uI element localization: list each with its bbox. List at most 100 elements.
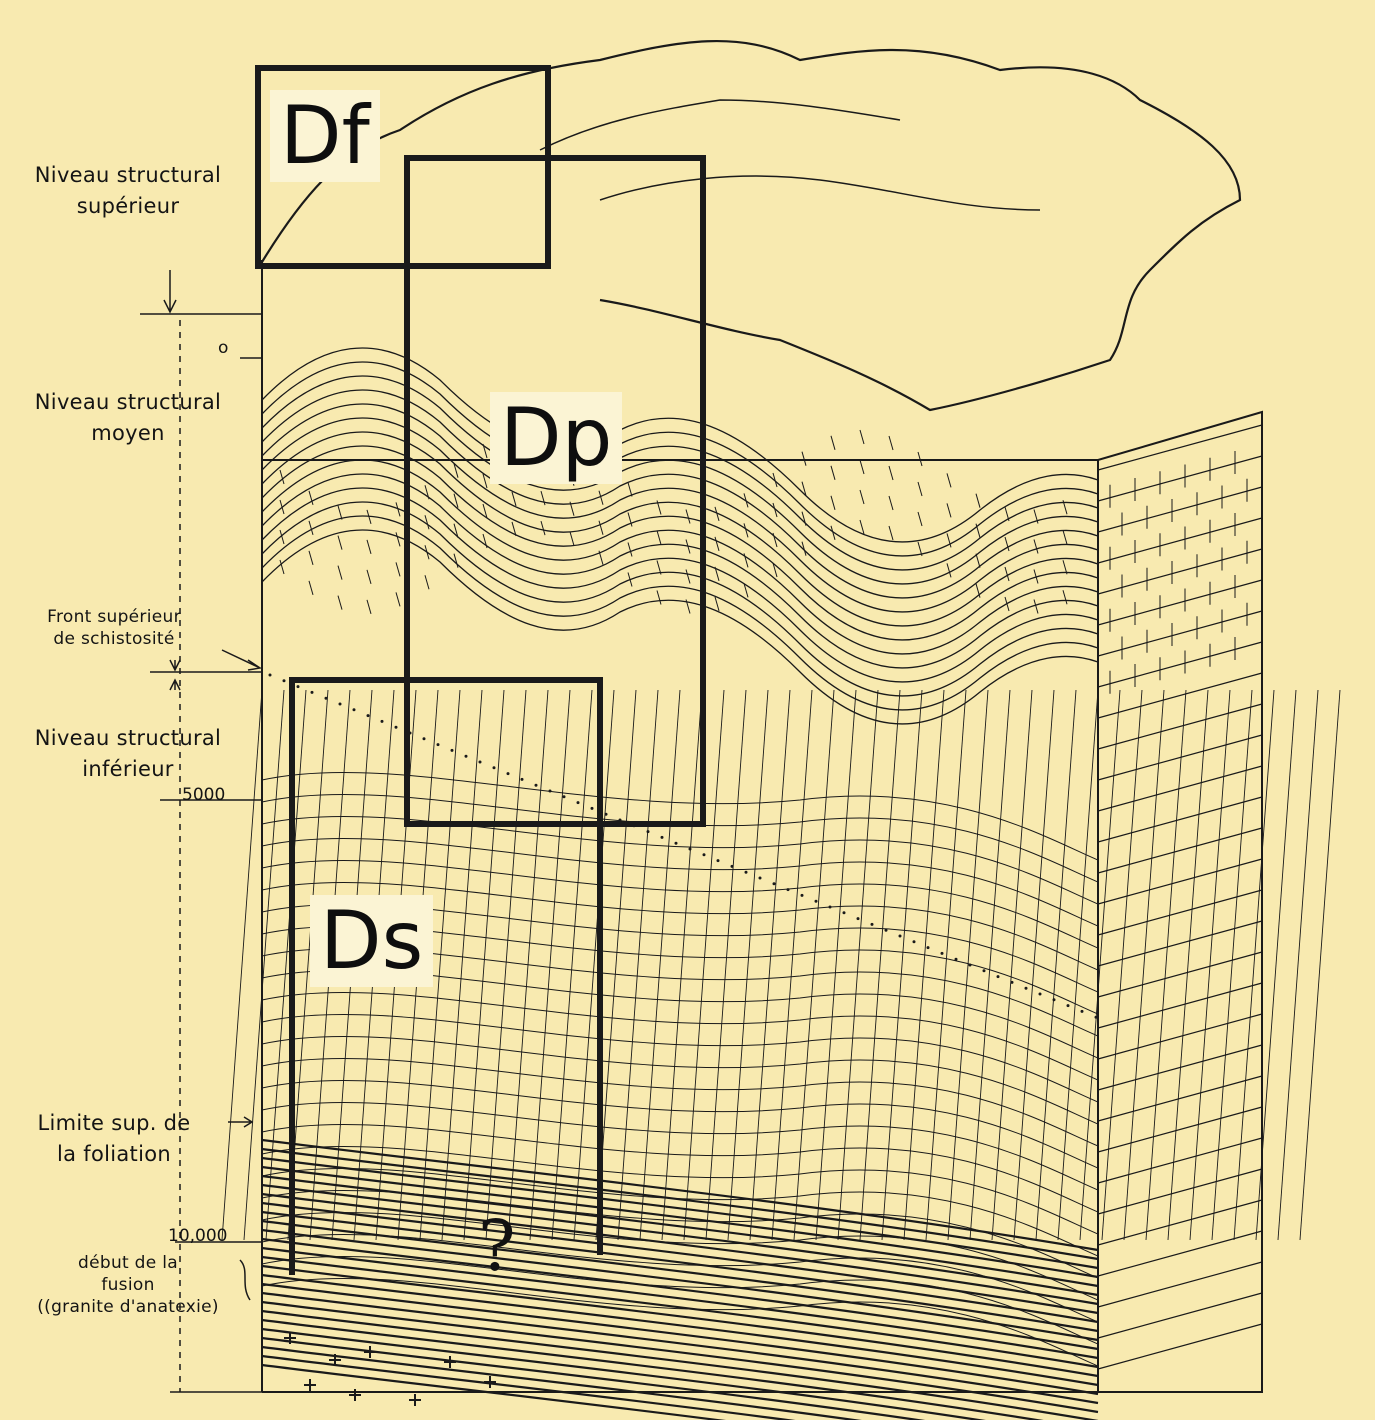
schistosity-front-dot (968, 963, 972, 967)
brick-mark (308, 550, 314, 566)
deep-foliation (261, 1210, 1099, 1324)
schistosity-front-dot (422, 737, 426, 741)
schistosity-front-dot (898, 934, 902, 938)
brick-mark (888, 525, 894, 541)
deep-foliation (261, 1183, 1099, 1297)
brick-mark (830, 435, 836, 450)
deep-foliation (261, 1138, 1099, 1252)
deep-foliation (261, 1345, 862, 1420)
schistosity-line (1035, 689, 1077, 1241)
brick-mark (482, 533, 488, 549)
schistosity-front-dot (996, 975, 1000, 979)
brick-mark (482, 443, 488, 459)
folded-stratum (261, 487, 1099, 683)
brick-mark (946, 503, 952, 518)
brick-mark (1004, 566, 1010, 582)
brick-mark (1062, 530, 1068, 545)
deep-foliation (261, 1228, 1099, 1342)
schistosity-front-dot (282, 679, 286, 683)
folded-stratum (261, 361, 1099, 557)
brick-mark (1062, 560, 1068, 575)
brick-mark (714, 536, 720, 552)
label-line: Niveau structural (34, 726, 222, 750)
foliation-line (261, 859, 1099, 949)
schistosity-line (1299, 689, 1341, 1241)
zone-label-df: Df (270, 90, 380, 182)
brick-mark (1004, 536, 1010, 552)
schistosity-front-dot (856, 917, 860, 921)
brick-mark (598, 520, 604, 535)
schistosity-front-dot (688, 847, 692, 851)
strata-right-face (1097, 1044, 1263, 1091)
brick-mark (453, 553, 459, 568)
foliation-line (261, 1145, 1099, 1235)
deep-foliation (261, 1264, 1099, 1378)
schistosity-line (859, 689, 901, 1241)
schistosity-front-dot (674, 841, 678, 845)
folded-stratum (261, 431, 1099, 627)
schistosity-front-dot (324, 696, 328, 700)
brick-mark (859, 519, 865, 535)
schistosity-front-dot (1094, 1015, 1098, 1019)
zone-box-ds (289, 677, 603, 1275)
label-line: début de la (78, 1253, 178, 1273)
schistosity-front-dot (1038, 992, 1042, 996)
schistosity-line (903, 689, 945, 1241)
brick-mark (395, 502, 401, 517)
foliation-line (261, 815, 1099, 905)
schistosity-front-dot (1080, 1009, 1084, 1013)
strata-right-face (1097, 1199, 1263, 1246)
foliation-line (261, 1255, 1099, 1345)
schistosity-line (1079, 689, 1121, 1241)
schistosity-front-dot (618, 818, 622, 822)
arrow-front (221, 649, 262, 671)
brick-mark (685, 569, 691, 584)
brick-mark (743, 523, 749, 538)
strata-right-face (1097, 951, 1263, 998)
schistosity-line (969, 689, 1011, 1241)
foliation-line (261, 1013, 1099, 1103)
brick-mark (366, 509, 372, 525)
brick-mark (656, 530, 662, 545)
depth-10000: 10,000 (168, 1226, 228, 1246)
schistosity-front-dot (1010, 980, 1014, 984)
label-line: ((granite d'anatexie) (37, 1297, 219, 1317)
strata-right-face (1097, 1013, 1263, 1060)
schistosity-line (1101, 689, 1143, 1241)
schistosity-front-dot (590, 806, 594, 810)
schistosity-front-dot (506, 772, 510, 776)
brick-mark (772, 502, 778, 518)
deep-foliation (261, 1219, 1099, 1333)
brick-mark (830, 495, 836, 510)
schistosity-line (749, 689, 791, 1241)
brick-mark (540, 520, 546, 536)
brick-mark (772, 532, 778, 548)
schistosity-front-dot (464, 754, 468, 758)
deep-foliation (261, 1354, 796, 1420)
arrow-up (169, 678, 181, 691)
schistosity-front-dot (870, 922, 874, 926)
brick-mark (482, 473, 488, 489)
schistosity-front-dot (814, 899, 818, 903)
brick-mark (917, 451, 923, 467)
brick-mark (395, 532, 401, 547)
schistosity-front-dot (744, 870, 748, 874)
foliation-line (261, 881, 1099, 971)
brick-mark (859, 459, 865, 475)
label-line: Front supérieur (47, 607, 181, 627)
brick-mark (888, 495, 894, 511)
schistosity-line (1255, 689, 1297, 1241)
brick-mark (1033, 569, 1039, 584)
schistosity-front-dot (646, 830, 650, 834)
brick-mark (1033, 539, 1039, 554)
foliation-line (261, 1123, 1099, 1213)
schistosity-line (529, 689, 571, 1241)
schistosity-front-dot (450, 748, 454, 752)
brick-mark (975, 553, 981, 568)
brick-mark (424, 485, 430, 500)
strata-right-face (1097, 982, 1263, 1029)
schistosity-front-dot (394, 725, 398, 729)
label-line: supérieur (76, 194, 180, 218)
brick-mark (859, 489, 865, 505)
